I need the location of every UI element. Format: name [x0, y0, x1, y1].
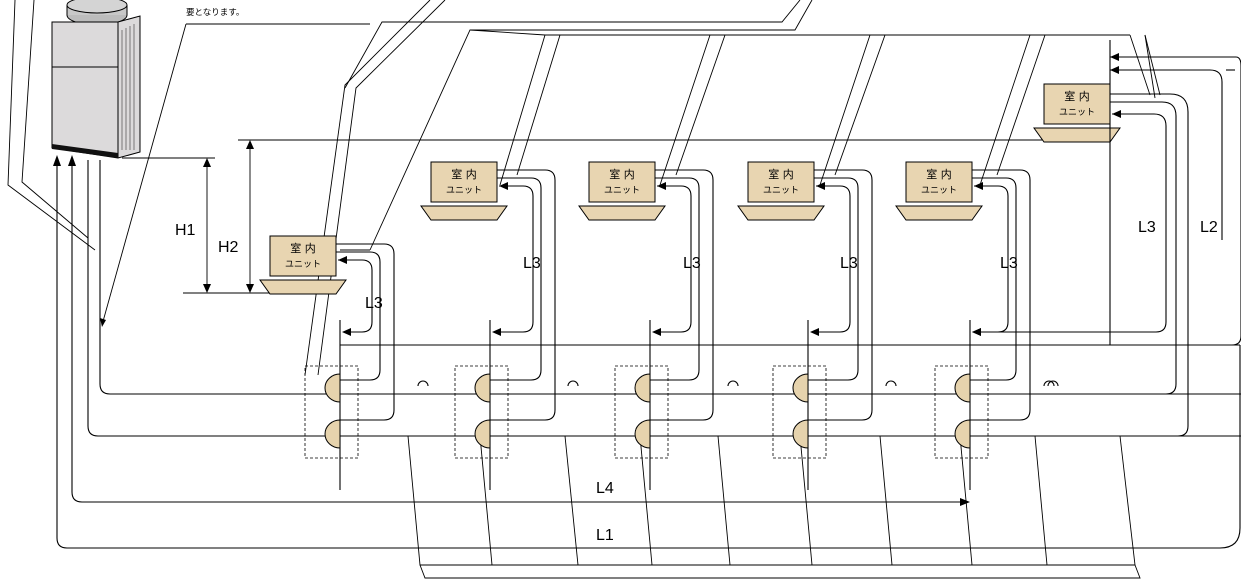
l3-label: L3: [683, 255, 701, 272]
branch-fitting: [474, 419, 491, 449]
note-text: 要となります。: [186, 8, 244, 18]
l3-label: L3: [365, 295, 383, 312]
branch-fitting: [954, 373, 971, 403]
indoor-pipe: [336, 243, 395, 421]
branch-fitting: [324, 373, 341, 403]
branch-kit-outline: [772, 365, 827, 459]
height-dimensions: [122, 139, 1060, 294]
branch-kit-outline: [934, 365, 989, 459]
upper-callouts: [340, 29, 1161, 251]
l3-label: L3: [840, 255, 858, 272]
l3-label: L3: [1000, 255, 1018, 272]
svg-text:室 内: 室 内: [609, 167, 635, 181]
l4-l1-callouts: [407, 435, 1141, 579]
l4-label: L4: [596, 480, 614, 497]
branch-fitting: [792, 373, 809, 403]
l2-label: L2: [1200, 219, 1218, 236]
branch-kit-outline: [304, 365, 359, 459]
indoor-pipe: [808, 169, 873, 421]
branch-fitting: [792, 419, 809, 449]
svg-text:ユニット: ユニット: [446, 186, 482, 196]
svg-text:室 内: 室 内: [768, 167, 794, 181]
indoor-pipe: [490, 169, 556, 421]
svg-text:室 内: 室 内: [290, 241, 316, 255]
branch-kit: [614, 320, 739, 490]
branch-kit: [772, 320, 897, 490]
branch-kit: [454, 320, 579, 490]
svg-text:室 内: 室 内: [1064, 89, 1090, 103]
h1-label: H1: [175, 222, 196, 239]
svg-text:ユニット: ユニット: [921, 186, 957, 196]
branch-fitting: [634, 373, 651, 403]
svg-text:ユニット: ユニット: [1059, 108, 1095, 118]
branch-fitting: [954, 419, 971, 449]
branch-kit-outline: [614, 365, 669, 459]
branch-kits: [304, 320, 1059, 490]
branch-fitting: [324, 419, 341, 449]
svg-text:ユニット: ユニット: [285, 260, 321, 270]
indoor-pipe: [972, 40, 1241, 437]
branch-kit-outline: [454, 365, 509, 459]
l1-label: L1: [596, 527, 614, 544]
svg-text:室 内: 室 内: [926, 167, 952, 181]
svg-text:ユニット: ユニット: [763, 186, 799, 196]
branch-fitting: [634, 419, 651, 449]
svg-text:室 内: 室 内: [451, 167, 477, 181]
indoor-pipe: [650, 169, 714, 421]
h2-label: H2: [218, 239, 239, 256]
callout-lines: [7, 0, 813, 376]
branch-kit: [304, 320, 429, 490]
l3-label: L3: [1138, 219, 1156, 236]
branch-kit: [934, 320, 1059, 490]
svg-text:ユニット: ユニット: [604, 186, 640, 196]
l3-label: L3: [523, 255, 541, 272]
branch-fitting: [474, 373, 491, 403]
outdoor-unit: [51, 0, 141, 159]
